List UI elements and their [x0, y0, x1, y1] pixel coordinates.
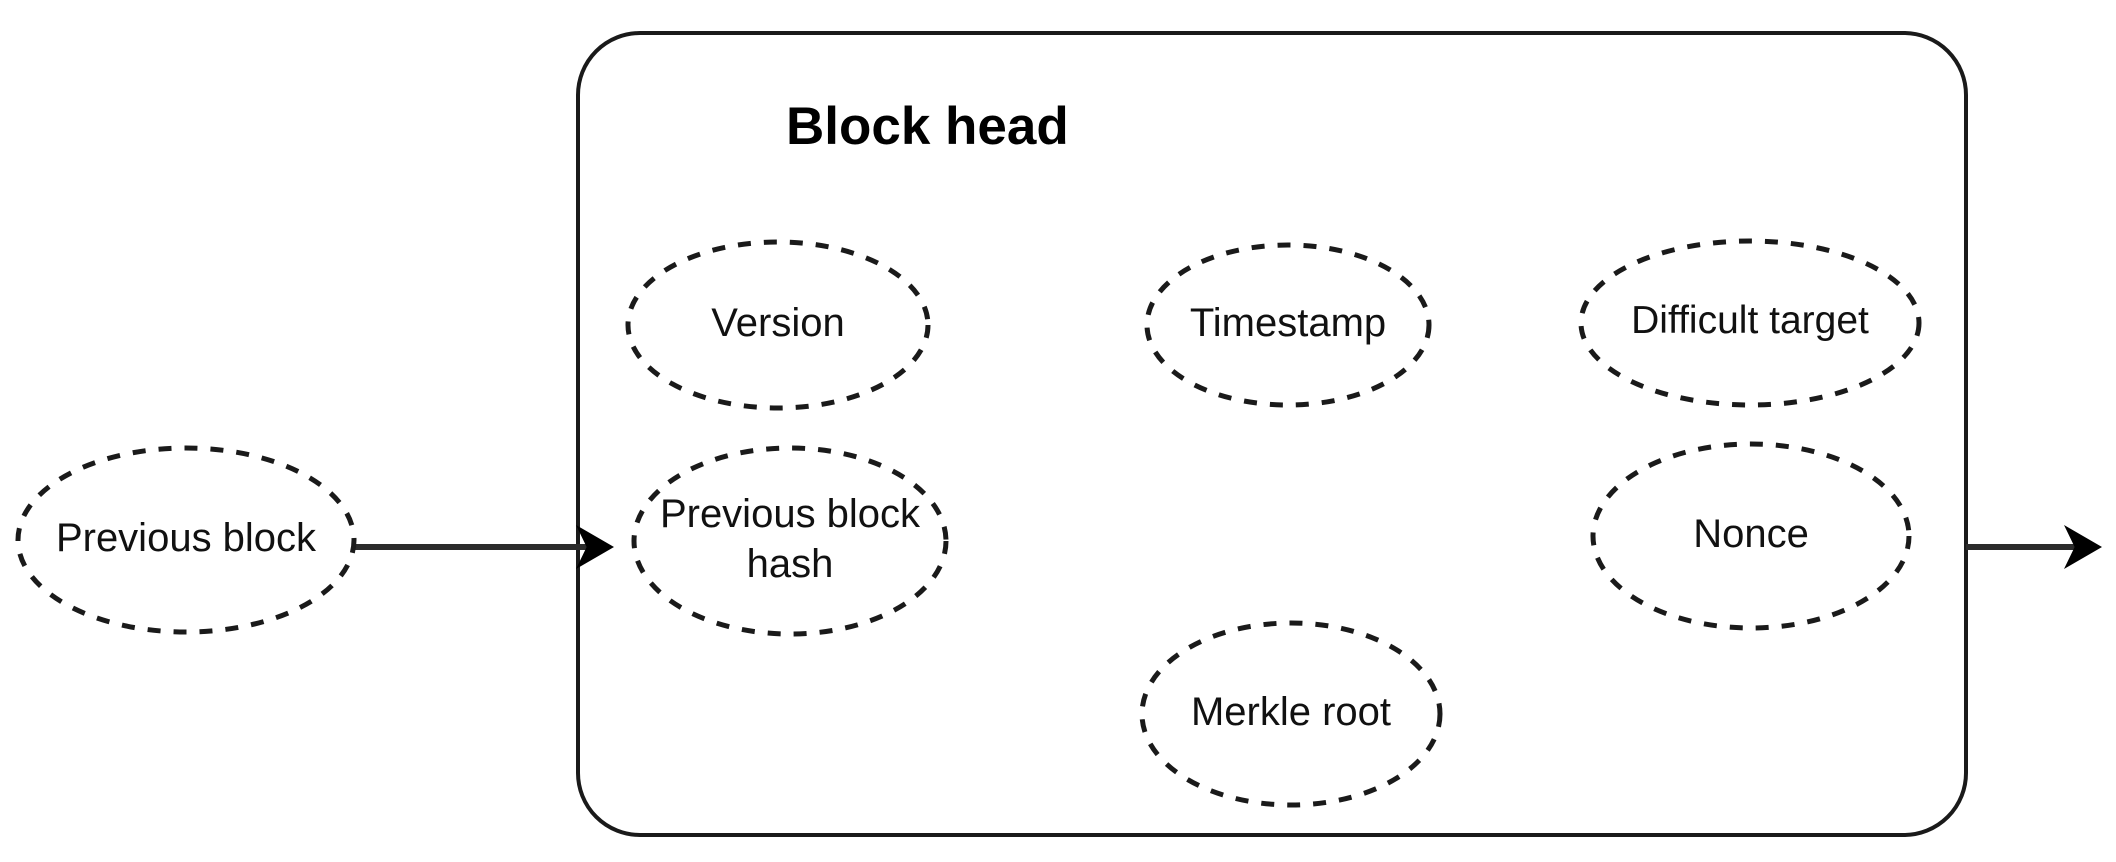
node-timestamp[interactable]: Timestamp: [1144, 242, 1432, 408]
ellipse-shape: [1144, 242, 1432, 408]
node-label: Nonce: [1693, 512, 1809, 556]
connector-block-head-to-next: [1966, 525, 2102, 569]
connector-previous-block-to-hash: [354, 525, 614, 569]
panel-title: Block head: [786, 97, 1069, 156]
node-previous-block[interactable]: Previous block: [15, 445, 357, 635]
ellipse-shape: [631, 445, 949, 637]
ellipse-shape: [1590, 441, 1912, 631]
node-label: Timestamp: [1190, 301, 1386, 345]
ellipse-shape: [1139, 620, 1443, 808]
arrowhead-icon: [576, 525, 614, 569]
node-nonce[interactable]: Nonce: [1590, 441, 1912, 631]
block-head-panel: [576, 31, 1968, 837]
node-label: Version: [711, 301, 844, 345]
arrowhead-icon: [2064, 525, 2102, 569]
node-merkle-root[interactable]: Merkle root: [1139, 620, 1443, 808]
node-label: Merkle root: [1191, 690, 1391, 734]
node-label: Difficult target: [1631, 299, 1869, 342]
ellipse-shape: [1578, 238, 1922, 408]
node-difficult-target[interactable]: Difficult target: [1578, 238, 1922, 408]
ellipse-shape: [625, 239, 931, 411]
node-label: Previous block: [56, 516, 317, 560]
node-version[interactable]: Version: [625, 239, 931, 411]
ellipse-shape: [15, 445, 357, 635]
